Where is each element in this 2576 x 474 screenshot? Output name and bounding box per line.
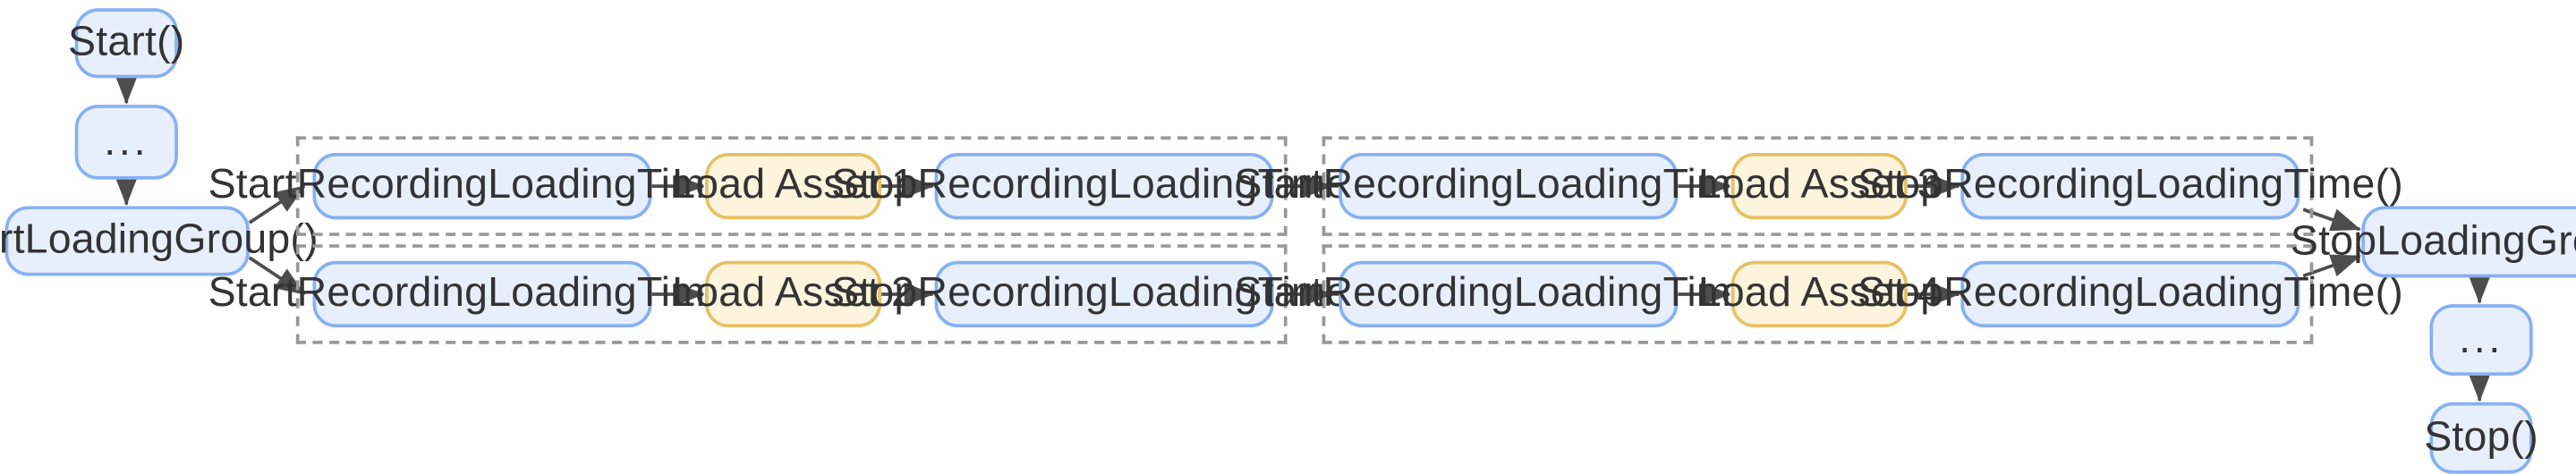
node-g2r2-load-asset[interactable]: Load Asset 4 [1698, 260, 1941, 328]
node-start-loading-group[interactable]: StartLoadingGroup() [0, 206, 319, 276]
group-2-row-2-box [1322, 244, 2314, 344]
node-g1r1-start-recording[interactable]: StartRecordingLoadingTime() [208, 152, 756, 220]
group-1-row-1-box [295, 136, 1288, 236]
node-post-ellipsis[interactable]: ... [2429, 304, 2533, 377]
group-2-row-1-box [1322, 136, 2314, 236]
node-g1r2-stop-recording[interactable]: StopRecordingLoadingTime() [831, 260, 1377, 328]
node-stop-loading-group[interactable]: StopLoadingGroup() [2291, 206, 2576, 278]
node-g2r1-stop-recording[interactable]: StopRecordingLoadingTime() [1858, 152, 2403, 220]
node-g1r1-stop-recording[interactable]: StopRecordingLoadingTime() [831, 152, 1377, 220]
node-stop[interactable]: Stop() [2424, 402, 2538, 474]
node-g1r1-load-asset[interactable]: Load Asset 1 [672, 152, 914, 220]
node-pre-ellipsis[interactable]: ... [74, 105, 178, 180]
node-g2r2-stop-recording[interactable]: StopRecordingLoadingTime() [1858, 260, 2403, 328]
node-start[interactable]: Start() [68, 8, 184, 79]
node-g2r1-start-recording[interactable]: StartRecordingLoadingTime() [1234, 152, 1782, 220]
node-g1r2-start-recording[interactable]: StartRecordingLoadingTime() [208, 260, 756, 328]
node-g2r1-load-asset[interactable]: Load Asset 3 [1698, 152, 1941, 220]
node-g1r2-load-asset[interactable]: Load Asset 2 [672, 260, 914, 328]
group-1-row-2-box [295, 244, 1288, 344]
node-g2r2-start-recording[interactable]: StartRecordingLoadingTime() [1234, 260, 1782, 328]
